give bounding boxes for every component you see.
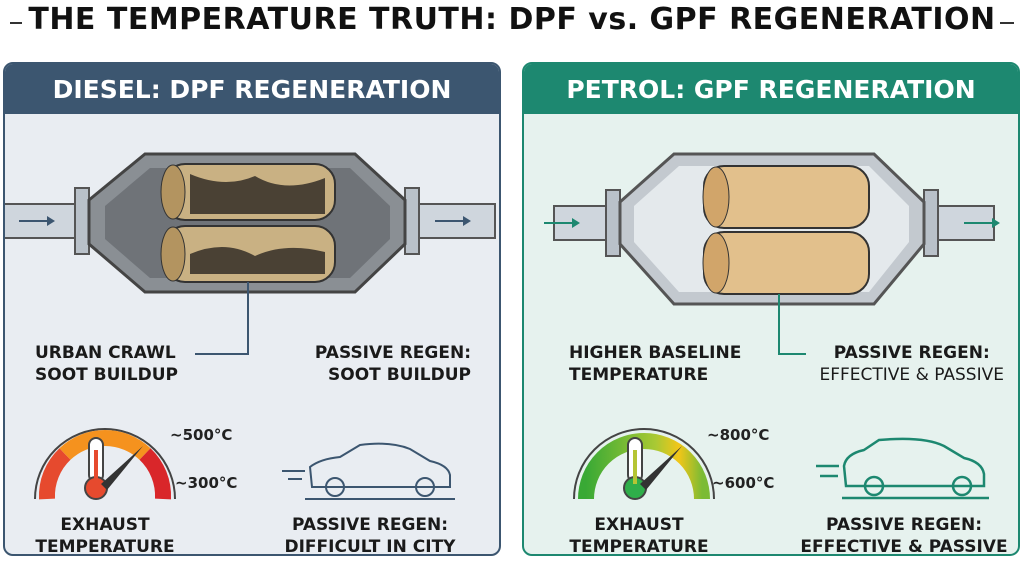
thermometer-icon <box>84 437 108 500</box>
exhaust-pipe-in <box>544 189 621 257</box>
car-label: PASSIVE REGEN:EFFECTIVE & PASSIVE <box>800 515 1008 556</box>
car-icon <box>282 442 455 500</box>
gauge-needle <box>101 446 143 490</box>
exhaust-pipe-out <box>923 189 1000 257</box>
temperature-gauge <box>573 428 715 500</box>
title-rule-left <box>10 22 22 24</box>
gauge-high-label: ~500°C <box>170 426 233 444</box>
passive-regen-label: PASSIVE REGEN:EFFECTIVE & PASSIVE <box>819 343 1004 385</box>
diesel-header: DIESEL: DPF REGENERATION <box>5 64 499 114</box>
passive-regen-label: PASSIVE REGEN:SOOT BUILDUP <box>314 343 471 385</box>
callout-line <box>195 282 249 355</box>
callout-line <box>778 294 806 355</box>
gpf-illustration <box>544 152 1000 355</box>
gpf-filter-cores <box>702 165 870 295</box>
dpf-illustration <box>5 152 496 355</box>
car-label: PASSIVE REGEN:DIFFICULT IN CITY TRAFFIC <box>284 515 456 556</box>
temperature-gauge <box>34 428 176 500</box>
gauge-needle <box>640 446 682 490</box>
exhaust-pipe-in <box>5 187 90 255</box>
gauge-high-label: ~800°C <box>707 426 770 444</box>
petrol-header: PETROL: GPF REGENERATION <box>524 64 1018 114</box>
title-rule-right <box>1000 22 1014 24</box>
car-icon <box>816 437 989 500</box>
exhaust-pipe-out <box>404 187 496 255</box>
page-title: THE TEMPERATURE TRUTH: DPF vs. GPF REGEN… <box>28 2 996 37</box>
thermometer-icon <box>623 437 647 500</box>
petrol-panel: PETROL: GPF REGENERATION HIGHER BASELINE… <box>522 62 1020 556</box>
dpf-filter-cores <box>160 163 336 283</box>
gauge-low-label: ~300°C <box>175 474 238 492</box>
gauge-low-label: ~600°C <box>712 474 775 492</box>
